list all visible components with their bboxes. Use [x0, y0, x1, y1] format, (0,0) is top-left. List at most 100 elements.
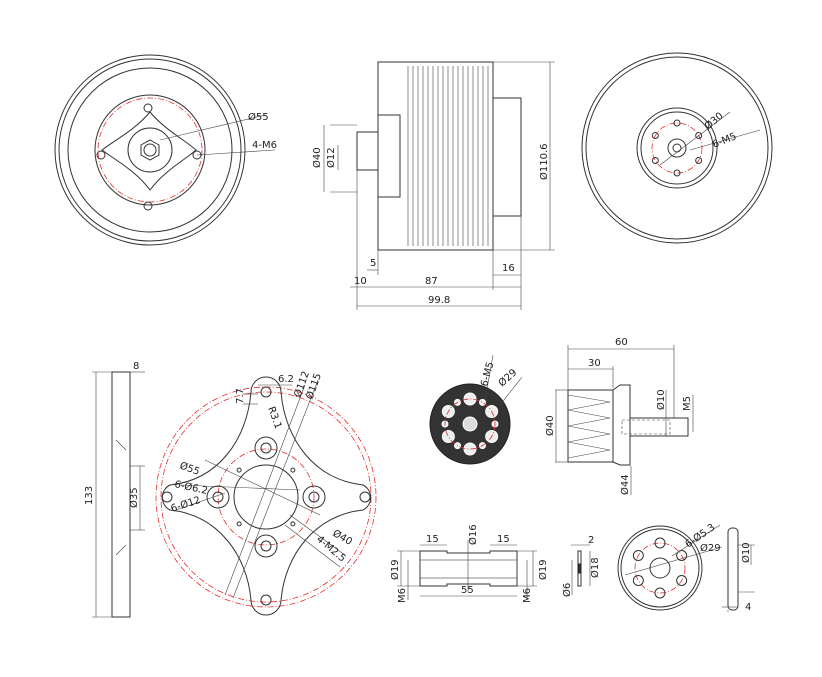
m2-5-hole: [236, 521, 242, 527]
label-d44: Ø44: [619, 474, 631, 495]
cooling-fin-gap: [82, 104, 103, 119]
carbon-disk-view: 6-M5 Ø29: [429, 354, 523, 465]
flange-hole: [654, 537, 666, 549]
label-d10: Ø10: [740, 542, 752, 563]
label-d29: Ø29: [496, 367, 519, 390]
label-r3-1: R3.1: [265, 405, 283, 430]
prop-adapter-view: 60 30 Ø40 Ø10 M5 Ø44: [544, 337, 694, 495]
label-30: 30: [588, 358, 601, 369]
cooling-fin-gap: [190, 92, 208, 110]
mounting-hole: [695, 157, 703, 164]
bolt-circle: [444, 398, 496, 450]
flange-hole: [654, 587, 666, 599]
label-d19-left: Ø19: [389, 559, 401, 580]
label-d110-6: Ø110.6: [538, 144, 550, 181]
mounting-hole: [651, 157, 659, 164]
label-6-d6-2: 6-Ø6.2: [173, 478, 209, 497]
carbon-hole-small: [479, 398, 486, 406]
flange-hole: [632, 575, 644, 586]
motor-side-view: Ø40 Ø12 Ø110.6 5 16 10 87 99.8: [311, 61, 555, 310]
cooling-fin-gap: [190, 190, 208, 208]
label-6-m5: 6-M5: [479, 361, 496, 388]
cooling-fin-gap: [206, 160, 229, 167]
cooling-fin-gap: [203, 171, 225, 182]
cooling-fin-gap: [104, 197, 119, 218]
mounting-hole: [695, 132, 703, 139]
label-m6-right: M6: [522, 588, 533, 603]
label-d55: Ø55: [178, 460, 201, 478]
label-d40: Ø40: [311, 147, 323, 168]
m2-5-hole: [290, 521, 296, 527]
carbon-hole-large: [441, 430, 455, 443]
label-10: 10: [354, 276, 367, 287]
cooling-fin-gap: [160, 71, 167, 94]
cooling-fin-gap: [118, 203, 129, 225]
label-d29: Ø29: [700, 542, 721, 554]
plate-side-view: 133 8 Ø35: [84, 361, 145, 618]
label-d30: Ø30: [702, 110, 726, 132]
label-6-2: 6.2: [278, 374, 294, 385]
cooling-fin-gap: [197, 104, 218, 119]
boss-outer: [206, 485, 230, 509]
label-d18: Ø18: [589, 557, 601, 578]
label-15-right: 15: [497, 534, 510, 545]
cooling-fin-gap: [206, 133, 229, 140]
label-55: 55: [461, 585, 474, 596]
label-8: 8: [133, 361, 139, 372]
washer-view: 2 Ø18 Ø6: [561, 535, 601, 597]
m2-5-hole: [236, 467, 242, 473]
cooling-fin-gap: [75, 118, 97, 129]
cooling-fin-gap: [75, 171, 97, 182]
label-2: 2: [588, 535, 594, 546]
label-16: 16: [502, 263, 515, 274]
mounting-hole: [673, 119, 681, 127]
cooling-fin-gap: [181, 82, 196, 103]
cooling-fin-gap: [71, 160, 94, 167]
flange-side-view: Ø10 4: [722, 527, 755, 613]
boss-hole: [260, 540, 272, 552]
label-4-m6: 4-M6: [252, 140, 277, 151]
label-m5: M5: [682, 396, 693, 411]
boss-hole: [308, 491, 320, 503]
cooling-fin-gap: [118, 75, 129, 97]
label-99-8: 99.8: [428, 295, 450, 306]
standoff-view: 15 Ø16 15 Ø19 M6 Ø19 M6 55: [389, 524, 549, 603]
cooling-fin-gap: [171, 75, 182, 97]
carbon-hole-large: [463, 392, 477, 406]
cooling-fin-gap: [160, 206, 167, 229]
label-d6: Ø6: [561, 583, 573, 597]
cooling-fin-gap: [197, 181, 218, 196]
label-m6-left: M6: [397, 588, 408, 603]
boss-outer: [254, 436, 278, 460]
label-4: 4: [745, 602, 751, 613]
label-d10: Ø10: [655, 389, 667, 410]
label-6-d12: 6-Ø12: [169, 494, 202, 515]
motor-back-view: Ø30 6-M5: [581, 52, 773, 244]
carbon-hole-large: [463, 442, 477, 456]
flange-hole: [676, 550, 688, 561]
label-d55: Ø55: [248, 111, 269, 123]
cooling-fin-gap: [71, 133, 94, 140]
label-133: 133: [84, 486, 95, 505]
boss-outer: [254, 534, 278, 558]
label-d40: Ø40: [544, 415, 556, 436]
flange-hole: [632, 550, 644, 561]
flange-hole: [676, 575, 688, 586]
cooling-fin-gap: [82, 181, 103, 196]
mount-plate-view: 6.2 7.7 R3.1 Ø112 Ø115 Ø55 6-Ø6.2 6-Ø12 …: [155, 370, 377, 616]
label-d19-right: Ø19: [537, 559, 549, 580]
label-6-m5: 6-M5: [711, 131, 738, 151]
label-60: 60: [615, 337, 628, 348]
cooling-fin-gap: [203, 118, 225, 129]
cooling-fin-gap: [133, 206, 140, 229]
label-7-7: 7.7: [235, 388, 246, 404]
cooling-fin-gap: [104, 82, 119, 103]
cooling-fin-gap: [181, 197, 196, 218]
cooling-fin-gap: [133, 71, 140, 94]
label-d12: Ø12: [325, 147, 337, 168]
flange-disk-view: 6-Ø5.3 Ø29: [617, 521, 723, 611]
cooling-fin-gap: [171, 203, 182, 225]
label-87: 87: [425, 276, 438, 287]
